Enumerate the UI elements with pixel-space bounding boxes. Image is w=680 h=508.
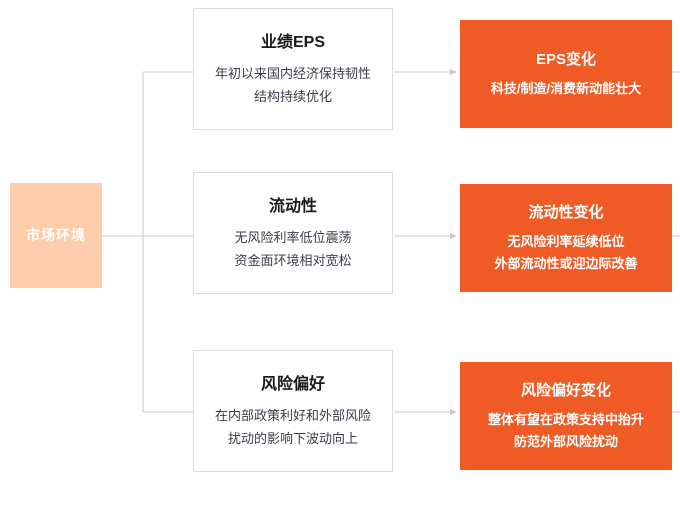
factor-node-description-line: 年初以来国内经济保持韧性 xyxy=(214,65,371,81)
factor-node-description-line: 资金面环境相对宽松 xyxy=(234,253,352,269)
factor-node-description-line: 扰动的影响下波动向上 xyxy=(227,431,358,447)
outcome-node-liquidity-change[interactable]: 流动性变化 无风险利率延续低位 外部流动性或迎边际改善 xyxy=(460,184,672,292)
factor-node-description-line: 结构持续优化 xyxy=(253,89,332,105)
factor-node-description: 年初以来国内经济保持韧性 结构持续优化 xyxy=(215,66,371,106)
outcome-node-description-line: 科技/制造/消费新动能壮大 xyxy=(490,80,642,96)
factor-node-title: 风险偏好 xyxy=(260,375,325,393)
outcome-node-description-line: 外部流动性或迎边际改善 xyxy=(494,256,638,271)
factor-node-liquidity[interactable]: 流动性 无风险利率低位震荡 资金面环境相对宽松 xyxy=(193,172,393,294)
outcome-node-description-line: 整体有望在政策支持中抬升 xyxy=(487,411,644,427)
outcome-node-description: 科技/制造/消费新动能壮大 xyxy=(491,81,641,97)
factor-node-title: 业绩EPS xyxy=(260,33,326,51)
outcome-node-eps-change[interactable]: EPS变化 科技/制造/消费新动能壮大 xyxy=(460,20,672,128)
source-node-label: 市场环境 xyxy=(26,227,86,244)
outcome-node-title: EPS变化 xyxy=(535,50,596,68)
outcome-node-description-line: 无风险利率延续低位 xyxy=(507,233,625,249)
factor-node-description-line: 在内部政策利好和外部风险 xyxy=(214,407,371,423)
factor-node-risk-appetite[interactable]: 风险偏好 在内部政策利好和外部风险 扰动的影响下波动向上 xyxy=(193,350,393,472)
outcome-node-description-line: 防范外部风险扰动 xyxy=(513,434,618,449)
factor-node-title: 流动性 xyxy=(268,197,317,215)
factor-node-description: 在内部政策利好和外部风险 扰动的影响下波动向上 xyxy=(215,408,371,448)
outcome-node-description: 无风险利率延续低位 外部流动性或迎边际改善 xyxy=(494,234,637,273)
outcome-node-risk-appetite-change[interactable]: 风险偏好变化 整体有望在政策支持中抬升 防范外部风险扰动 xyxy=(460,362,672,470)
factor-node-description: 无风险利率低位震荡 资金面环境相对宽松 xyxy=(234,230,351,270)
factor-node-description-line: 无风险利率低位震荡 xyxy=(234,229,352,245)
outcome-node-title: 风险偏好变化 xyxy=(520,381,611,399)
outcome-node-title: 流动性变化 xyxy=(528,203,604,221)
source-node-market-environment[interactable]: 市场环境 xyxy=(10,183,102,288)
outcome-node-description: 整体有望在政策支持中抬升 防范外部风险扰动 xyxy=(488,412,644,451)
factor-node-eps[interactable]: 业绩EPS 年初以来国内经济保持韧性 结构持续优化 xyxy=(193,8,393,130)
